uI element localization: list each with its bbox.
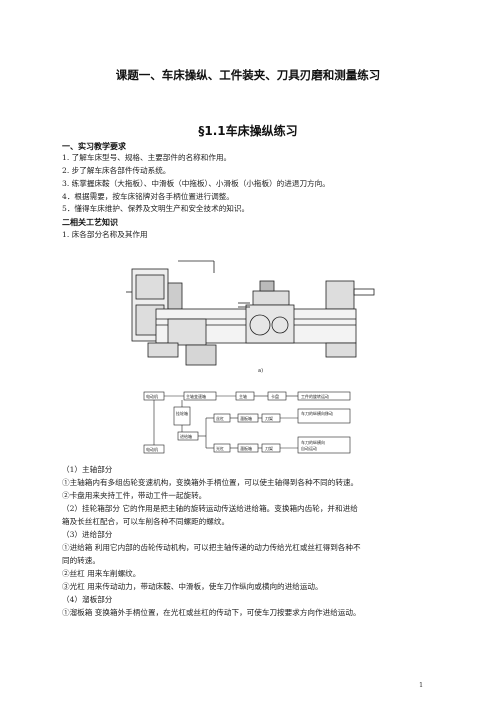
- diagram-node: 车刀的纵横向移动: [301, 410, 333, 416]
- diagram-node: 溜板箱: [240, 415, 252, 421]
- chuck: [167, 282, 183, 310]
- body-line: 同的转速。: [62, 556, 100, 565]
- body-line: ①主轴箱内有多组齿轮变速机构，变换箱外手柄位置，可以使主轴得到各种不同的转速。: [62, 478, 359, 487]
- diagram-node: 刀架: [265, 445, 273, 451]
- diagram-node: 光杠: [216, 445, 224, 451]
- diagram-node: 电动机: [146, 393, 158, 399]
- motor: [185, 344, 217, 366]
- page-number: 1: [419, 681, 424, 689]
- requirement-item: 4．根据需要，按车床铭牌对各手柄位置进行调整。: [62, 192, 234, 201]
- heading-requirements: 一、实习教学要求: [62, 142, 126, 151]
- body-line: ③光杠 用来传动动力，带动床鞍、中滑板，使车刀作纵向或横向的进给运动。: [62, 582, 323, 591]
- body-line: （1）主轴部分: [62, 465, 113, 474]
- diagram-node: 自动运动: [301, 445, 317, 451]
- diagram-box: [297, 408, 351, 424]
- diagram-box: [297, 436, 351, 454]
- figure-label-a: a): [258, 368, 263, 374]
- body-line: ②卡盘用来夹持工件，带动工件一起旋转。: [62, 491, 207, 500]
- diagram-node: 主轴: [239, 393, 247, 399]
- gearbox: [167, 318, 207, 346]
- heading-process-knowledge: 二相关工艺知识: [62, 218, 118, 227]
- requirement-item: 2. 步了解车床各部件传动系统。: [62, 166, 171, 175]
- requirement-item: 3. 练掌握床鞍（大拖板）、中滑板（中拖板）、小滑板（小拖板）的进退刀方向。: [62, 179, 330, 188]
- document-title: 课题一、车床操纵、工件装夹、刀具刃磨和测量练习: [115, 68, 381, 82]
- requirement-item: 5．懂得车床维护、保养及文明生产和安全技术的知识。: [62, 204, 250, 213]
- diagram-node: 刀架: [265, 415, 273, 421]
- diagram-node: 丝杠: [216, 415, 224, 421]
- diagram-node: 卡盘: [271, 393, 279, 399]
- section-title: §1.1车床操纵练习: [198, 124, 298, 138]
- lathe-figure: a) 电动机 主轴变速箱 主轴 卡盘 工件的旋转运动 挂轮箱 进给箱 丝杠 溜板…: [118, 247, 386, 459]
- item-lathe-parts: 1. 床各部分名称及其作用: [62, 230, 148, 239]
- diagram-node: 车刀的纵横向: [301, 439, 325, 445]
- tailstock: [325, 280, 355, 310]
- body-line: （4）溜板部分: [62, 595, 113, 604]
- body-line: ①溜板箱 变换箱外手柄位置，在光杠或丝杠的传动下，可使车刀按要求方向作进给运动。: [62, 608, 361, 617]
- diagram-node: 主轴变速箱: [186, 393, 206, 399]
- requirement-item: 1. 了解车床型号、规格、主要部件的名称和作用。: [62, 153, 232, 162]
- diagram-box: [173, 406, 191, 426]
- diagram-node: 电动机: [146, 446, 158, 452]
- body-line: （3）进给部分: [62, 530, 113, 539]
- body-line: 箱及长丝杠配合，可以车削各种不同螺距的螺纹。: [62, 517, 230, 526]
- body-line: ①进给箱 利用它内部的齿轮传动机构，可以把主轴传递的动力传给光杠或丝杠得到各种不: [62, 543, 361, 552]
- diagram-node: 进给箱: [180, 433, 192, 439]
- diagram-node: 溜板箱: [240, 445, 252, 451]
- body-line: ②丝杠 用来车削螺纹。: [62, 569, 141, 578]
- body-line: （2）挂轮箱部分 它的作用是把主轴的旋转运动传送给进给箱。变换箱内齿轮，并和进给: [62, 504, 358, 513]
- diagram-node: 挂轮箱: [176, 410, 188, 416]
- diagram-node: 工件的旋转运动: [301, 393, 329, 399]
- lathe-drawing: a) 电动机 主轴变速箱 主轴 卡盘 工件的旋转运动 挂轮箱 进给箱 丝杠 溜板…: [126, 260, 375, 454]
